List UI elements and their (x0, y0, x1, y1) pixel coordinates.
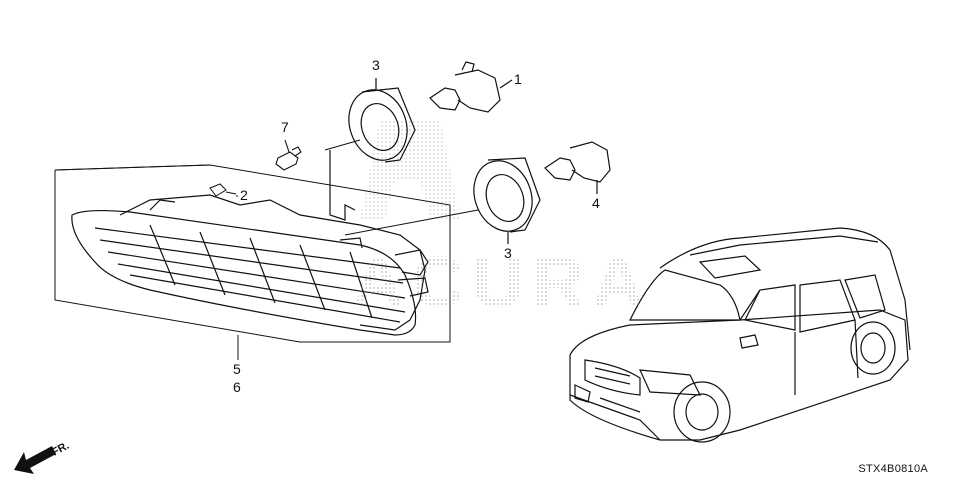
callout-3-bottom: 3 (504, 245, 512, 261)
leader-lines (236, 139, 479, 360)
socket-seal-upper (348, 78, 416, 163)
front-arrow-icon (14, 446, 56, 474)
socket-seal-lower (473, 157, 541, 244)
clip-part (209, 183, 237, 197)
watermark-text: ACURA (352, 243, 652, 323)
callout-7: 7 (281, 119, 289, 135)
callout-6: 6 (233, 379, 241, 395)
callout-2: 2 (240, 187, 248, 203)
fog-light-housing (71, 150, 429, 336)
vehicle-illustration (569, 227, 911, 443)
bulb-lower (544, 141, 611, 194)
screw-part (275, 139, 302, 171)
assembly-frame (54, 164, 451, 343)
callout-5: 5 (233, 361, 241, 377)
watermark-logo (360, 120, 460, 220)
bulb-upper (429, 61, 513, 113)
callout-4: 4 (592, 195, 600, 211)
diagram-code: STX4B0810A (858, 463, 928, 475)
callout-3-top: 3 (372, 57, 380, 73)
callout-1: 1 (514, 71, 522, 87)
